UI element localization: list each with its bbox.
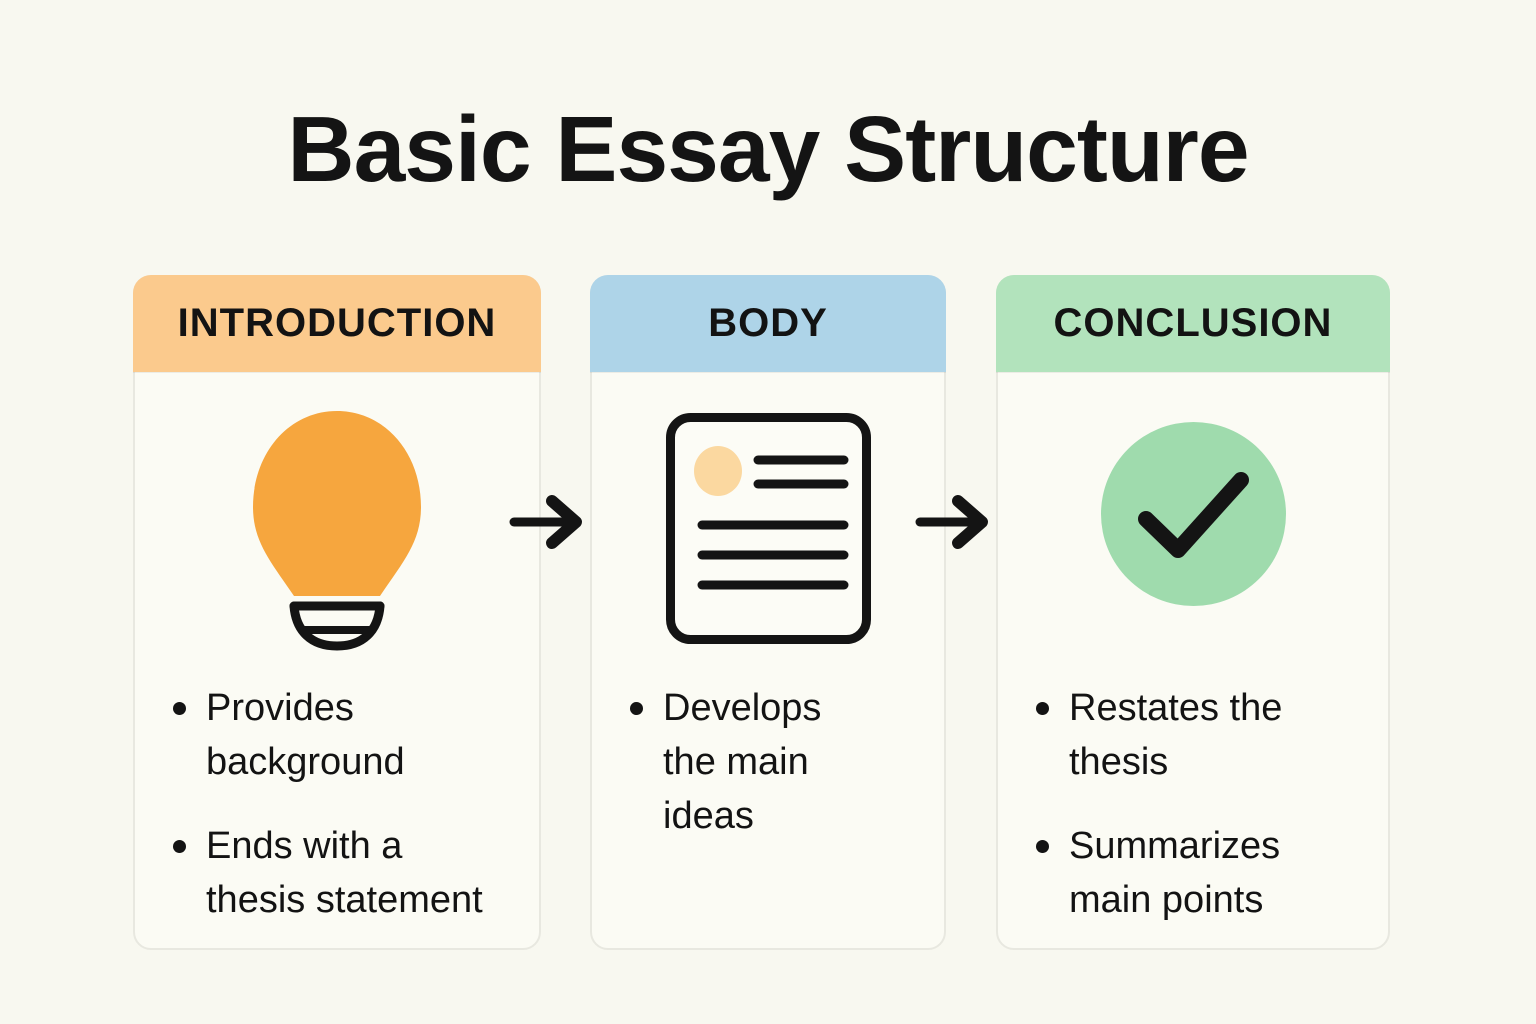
card-introduction-bullets: Provides background Ends with a thesis s… xyxy=(173,681,523,957)
card-conclusion-header: CONCLUSION xyxy=(996,275,1390,372)
card-body-header: BODY xyxy=(590,275,946,372)
card-introduction-header: INTRODUCTION xyxy=(133,275,541,372)
card-conclusion: CONCLUSION Restates the thesis Summarize… xyxy=(996,275,1390,950)
card-body-label: BODY xyxy=(708,301,828,345)
card-introduction-icon-area xyxy=(135,374,539,674)
list-item: Restates the thesis xyxy=(1036,681,1372,789)
list-item: Develops the main ideas xyxy=(630,681,928,843)
bullet-dot-icon xyxy=(1036,702,1049,715)
page-title: Basic Essay Structure xyxy=(287,97,1249,201)
bullet-dot-icon xyxy=(173,840,186,853)
document-icon xyxy=(665,413,871,644)
card-body: BODY Develops the main ideas xyxy=(590,275,946,950)
bullet-text: Provides background xyxy=(206,687,405,783)
list-item: Provides background xyxy=(173,681,523,789)
card-body-icon-area xyxy=(592,374,944,674)
right-arrow-icon xyxy=(509,495,582,549)
card-conclusion-label: CONCLUSION xyxy=(1053,301,1333,345)
lightbulb-icon xyxy=(253,411,421,651)
card-introduction-label: INTRODUCTION xyxy=(177,301,497,345)
checkmark-icon xyxy=(1100,422,1286,606)
bullet-dot-icon xyxy=(173,702,186,715)
right-arrow-icon xyxy=(915,495,988,549)
bullet-text: Ends with a thesis statement xyxy=(206,825,483,921)
card-body-bullets: Develops the main ideas xyxy=(630,681,928,873)
list-item: Summarizes main points xyxy=(1036,819,1372,927)
bullet-dot-icon xyxy=(630,702,643,715)
bullet-text: Restates the thesis xyxy=(1069,687,1283,783)
card-conclusion-icon-area xyxy=(998,374,1388,674)
card-conclusion-bullets: Restates the thesis Summarizes main poin… xyxy=(1036,681,1372,957)
list-item: Ends with a thesis statement xyxy=(173,819,523,927)
card-introduction: INTRODUCTION Provides background Ends wi… xyxy=(133,275,541,950)
bullet-dot-icon xyxy=(1036,840,1049,853)
bullet-text: Develops the main ideas xyxy=(663,687,822,837)
bullet-text: Summarizes main points xyxy=(1069,825,1281,921)
